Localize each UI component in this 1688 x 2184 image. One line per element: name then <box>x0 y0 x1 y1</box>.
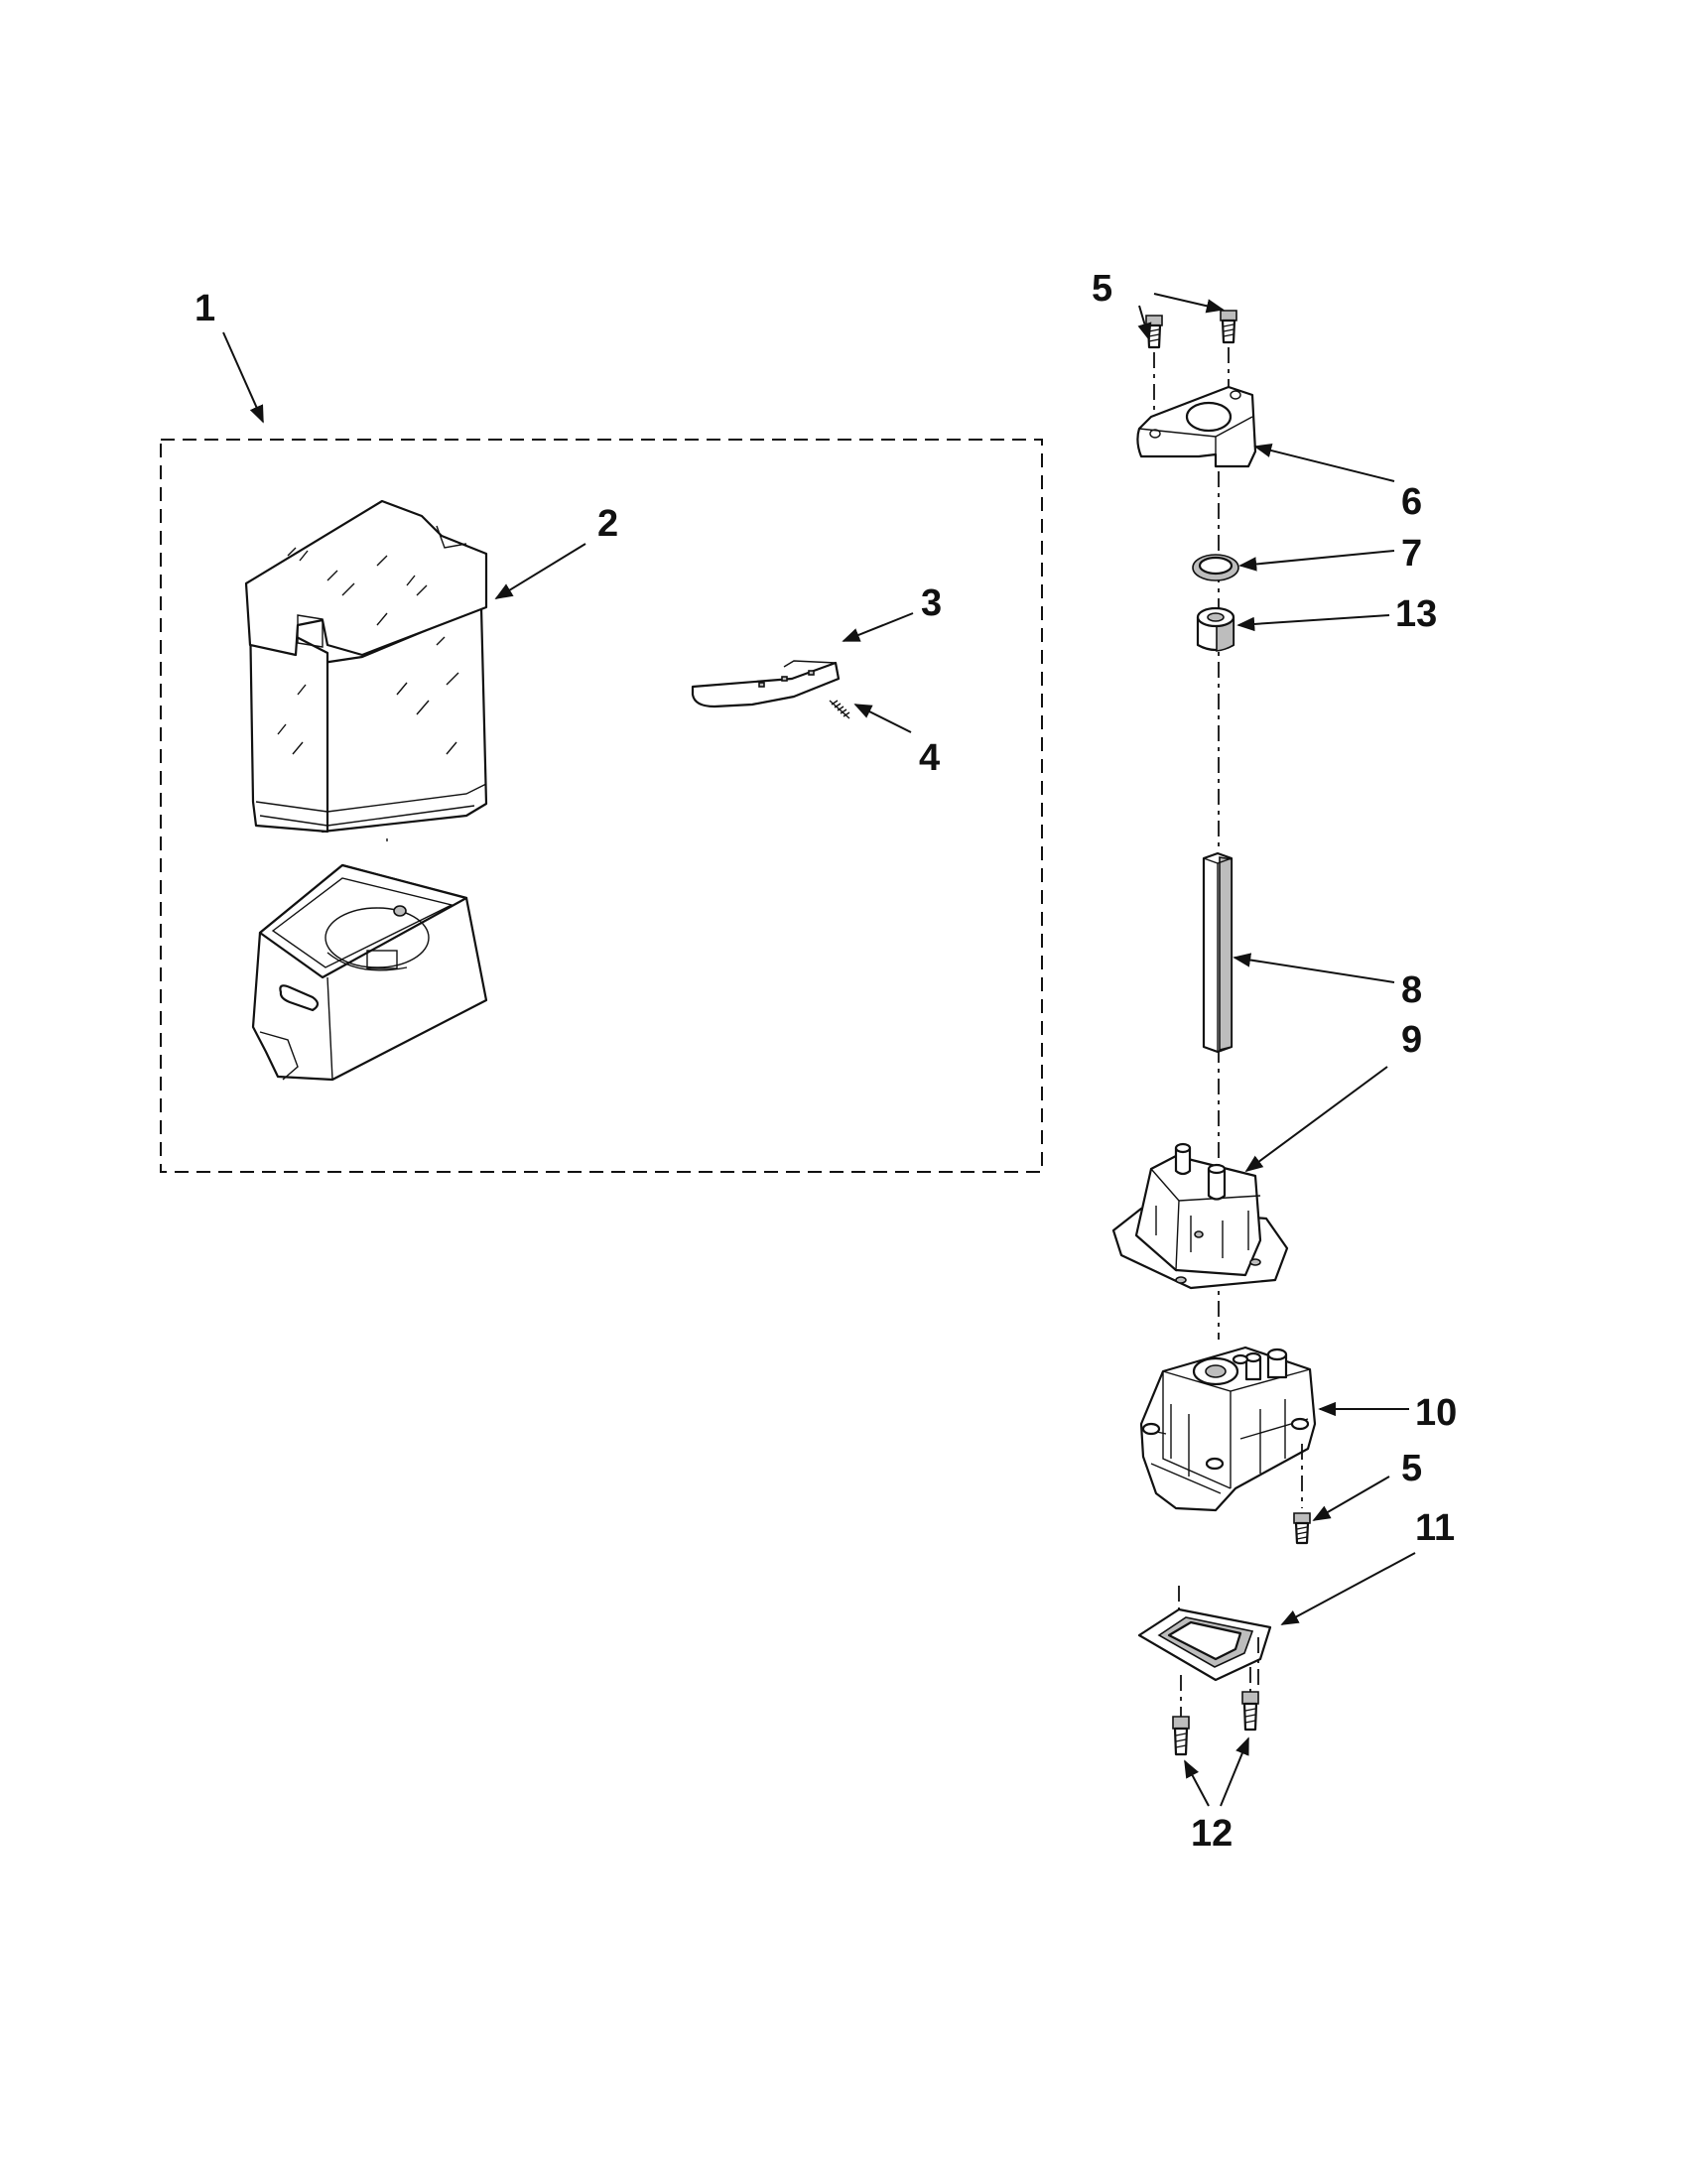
part-3-shutter <box>691 660 841 708</box>
part-7-washer <box>1192 554 1239 581</box>
part-5-screw-right <box>1220 310 1237 389</box>
callout-4: 4 <box>919 737 940 779</box>
callout-2: 2 <box>597 503 618 545</box>
assembly-1-boundary <box>160 439 1043 1173</box>
part-9-motor-cover <box>1111 1142 1289 1290</box>
callout-5-top: 5 <box>1092 268 1112 310</box>
callout-6: 6 <box>1401 481 1422 523</box>
callout-3: 3 <box>921 582 942 624</box>
callout-11: 11 <box>1415 1507 1455 1549</box>
callout-12: 12 <box>1191 1813 1233 1855</box>
part-6-mounting-bracket <box>1136 385 1257 468</box>
part-4-spring <box>829 700 850 719</box>
callout-9: 9 <box>1401 1019 1422 1061</box>
part-2-bucket-base <box>251 863 488 1082</box>
part-13-bushing <box>1196 606 1235 652</box>
callout-8: 8 <box>1401 969 1422 1011</box>
callout-10: 10 <box>1415 1392 1457 1434</box>
callout-13: 13 <box>1395 593 1437 635</box>
part-2-ice-bucket <box>244 499 488 841</box>
part-10-gear-motor <box>1139 1346 1317 1512</box>
part-8-shaft <box>1202 851 1234 1054</box>
callout-1: 1 <box>195 288 215 329</box>
callout-5-bottom: 5 <box>1401 1448 1422 1489</box>
leader-lines <box>222 293 1416 1807</box>
part-11-gasket <box>1137 1586 1272 1687</box>
part-5-screw-left <box>1145 315 1163 417</box>
callout-7: 7 <box>1401 533 1422 575</box>
part-12-screw-right <box>1241 1667 1259 1732</box>
part-5-screw-bottom <box>1293 1444 1311 1545</box>
part-12-screw-left <box>1172 1675 1190 1756</box>
